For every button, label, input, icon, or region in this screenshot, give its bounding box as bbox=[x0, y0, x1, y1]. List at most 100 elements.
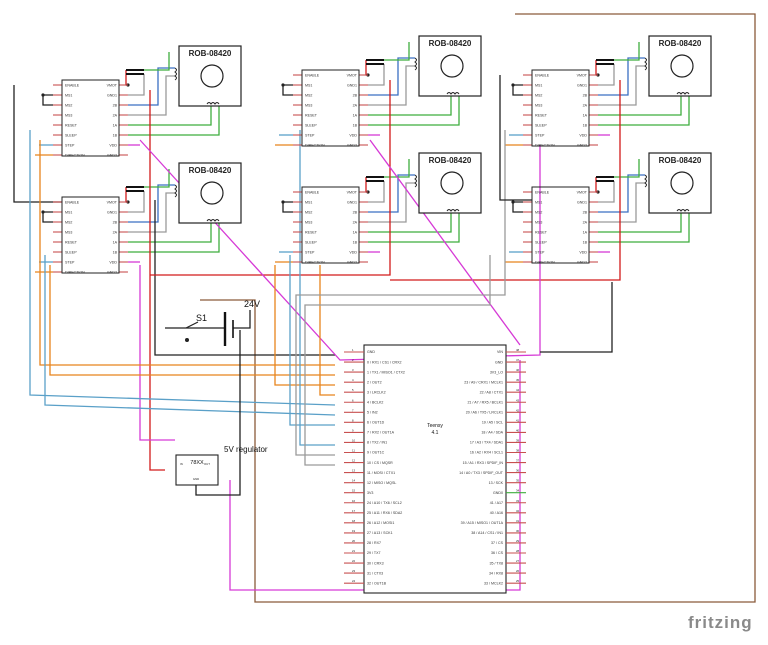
wire-vmot bbox=[365, 177, 368, 193]
teensy-pin-number: 42 bbox=[516, 408, 520, 412]
teensy-pin-label: 12 / MISO / MQSL bbox=[367, 481, 396, 485]
driver-pin-label: 1A bbox=[353, 113, 358, 117]
wire-ms-bridge bbox=[42, 211, 53, 223]
teensy-pin-number: 47 bbox=[516, 358, 520, 362]
driver-pin-label: MS3 bbox=[65, 113, 72, 117]
driver-pin-label: GND2 bbox=[347, 143, 357, 147]
driver-pin-label: ENABLE bbox=[65, 200, 80, 204]
driver-pin-label: 2B bbox=[113, 103, 118, 107]
motor-rotor bbox=[670, 171, 694, 195]
teensy-pin-number: 34 bbox=[516, 489, 520, 493]
wire-vmot bbox=[125, 70, 128, 86]
wire-cap bbox=[144, 169, 170, 188]
driver-pin-label: GND2 bbox=[107, 153, 117, 157]
teensy-pin-number: 29 bbox=[516, 539, 520, 543]
teensy-pin-number: 8 bbox=[352, 418, 354, 422]
teensy-title: Teensy bbox=[427, 423, 443, 429]
wire-step-4 bbox=[299, 130, 335, 446]
driver-pin-label: 2A bbox=[353, 103, 358, 107]
teensy-pin-number: 18 bbox=[352, 519, 356, 523]
driver-body bbox=[301, 69, 360, 147]
teensy-pin-label: 22 / A8 / CTX1 bbox=[480, 390, 503, 394]
wire-dir-1 bbox=[39, 140, 335, 366]
stepper-motor-3: ROB-08420 bbox=[414, 35, 482, 97]
driver-pin-label: DIRECTION bbox=[535, 260, 555, 264]
teensy-pin-label: 16 / A2 / RX4 / SCL1 bbox=[470, 451, 503, 455]
driver-pin-label: MS1 bbox=[305, 83, 312, 87]
driver-pin-label: 2A bbox=[113, 113, 118, 117]
driver-pin-label: GND1 bbox=[347, 200, 357, 204]
teensy-pin-number: 9 bbox=[352, 428, 354, 432]
junction-dot bbox=[281, 200, 285, 204]
wire-coil-1a bbox=[598, 213, 682, 233]
driver-pin-label: 1B bbox=[583, 240, 588, 244]
driver-pin-label: MS1 bbox=[305, 200, 312, 204]
driver-pin-label: STEP bbox=[65, 260, 75, 264]
driver-pin-label: VDD bbox=[349, 250, 357, 254]
driver-pin-label: VMOT bbox=[107, 83, 118, 87]
motor-rotor bbox=[670, 54, 694, 78]
driver-pin-label: RESET bbox=[535, 113, 548, 117]
driver-pin-label: ENABLE bbox=[535, 190, 550, 194]
teensy-pin-number: 14 bbox=[352, 479, 356, 483]
driver-pin-label: 2A bbox=[353, 220, 358, 224]
driver-pin-label: GND1 bbox=[577, 83, 587, 87]
driver-pin-label: VMOT bbox=[347, 73, 358, 77]
driver-pin-label: ENABLE bbox=[305, 73, 320, 77]
stepper-motor-5: ROB-08420 bbox=[644, 35, 712, 97]
driver-pin-label: GND2 bbox=[577, 143, 587, 147]
wire-gnd bbox=[598, 181, 615, 203]
wire-coil-1b bbox=[598, 96, 690, 126]
wire-cap bbox=[384, 159, 410, 178]
teensy-pin-number: 33 bbox=[516, 499, 520, 503]
teensy-pin-label: 3V3 bbox=[367, 491, 373, 495]
motor-coil bbox=[414, 57, 417, 71]
motor-body bbox=[648, 152, 712, 214]
driver-pin-label: VMOT bbox=[577, 190, 588, 194]
wire-batt-out bbox=[233, 310, 251, 329]
driver-pin-label: DIRECTION bbox=[65, 153, 85, 157]
motor-coil bbox=[446, 209, 460, 212]
switch-contact bbox=[185, 338, 189, 342]
teensy-pin-number: 13 bbox=[352, 469, 356, 473]
teensy-pin-number: 11 bbox=[352, 449, 355, 453]
driver-pin-label: MS2 bbox=[535, 210, 542, 214]
teensy-pin-number: 25 bbox=[516, 579, 520, 583]
wire-gnd bbox=[128, 191, 145, 213]
wire-coil-1b bbox=[128, 106, 220, 136]
teensy-pin-number: 41 bbox=[516, 418, 520, 422]
motor-body bbox=[178, 162, 242, 224]
switch-label: S1 bbox=[196, 313, 207, 323]
teensy-pin-label: 39 / A15 / MISO1 / OUT1A bbox=[461, 521, 504, 525]
driver-pin-label: DIRECTION bbox=[65, 270, 85, 274]
motor-coil bbox=[446, 92, 460, 95]
driver-pin-label: STEP bbox=[305, 250, 315, 254]
driver-body bbox=[531, 69, 590, 147]
driver-pin-label: 1A bbox=[113, 123, 118, 127]
wire-step-2 bbox=[44, 255, 336, 416]
wire-ms-bridge bbox=[282, 201, 293, 213]
teensy-pin-label: 29 / TX7 bbox=[367, 551, 381, 555]
motor-coil bbox=[414, 174, 417, 188]
driver-pin-label: 2A bbox=[583, 103, 588, 107]
wire-dir-3 bbox=[274, 265, 335, 386]
driver-pin-label: VMOT bbox=[577, 73, 588, 77]
driver-pin-label: DIRECTION bbox=[305, 143, 325, 147]
wire-ms-bridge bbox=[512, 201, 523, 213]
driver-pin-label: SLEEP bbox=[65, 250, 77, 254]
motor-rotor bbox=[200, 64, 224, 88]
wire-gnd-right bbox=[540, 282, 613, 353]
teensy-pin-label: 23 / A9 / CRX1 / MCLK1 bbox=[464, 380, 503, 384]
driver-pin-label: VDD bbox=[109, 143, 117, 147]
wire-right-enable bbox=[499, 75, 532, 201]
motor-body bbox=[178, 45, 242, 107]
teensy-pin-number: 46 bbox=[516, 368, 520, 372]
teensy-pin-label: 37 / CS bbox=[491, 541, 504, 545]
teensy-pin-label: 28 / RX7 bbox=[367, 541, 381, 545]
stepper-motor-6: ROB-08420 bbox=[644, 152, 712, 214]
